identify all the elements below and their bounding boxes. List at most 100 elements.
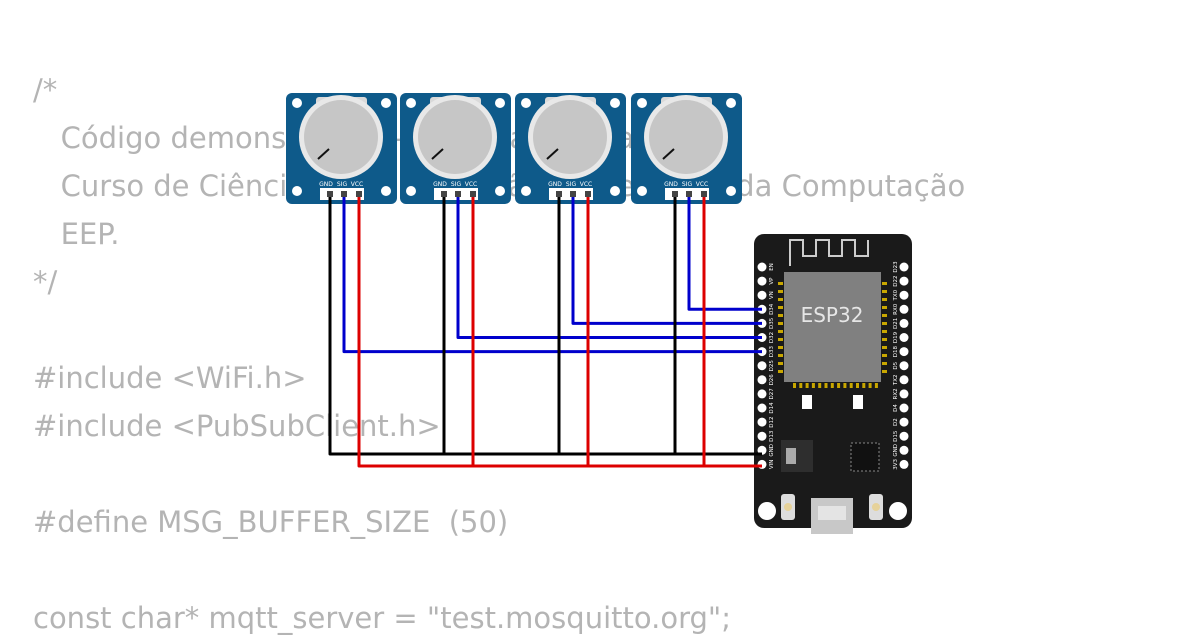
pin-label: D34 — [769, 303, 775, 315]
usb-opening — [818, 506, 846, 520]
header-pin[interactable] — [899, 431, 909, 441]
pin-label: D19 — [893, 331, 899, 343]
pin[interactable] — [570, 191, 576, 197]
pin-label: D35 — [769, 317, 775, 329]
vcc-wire[interactable] — [471, 197, 762, 468]
pin-label: D27 — [769, 388, 775, 400]
module-pad — [882, 314, 887, 317]
pin-label: GND — [664, 181, 678, 188]
pin-label: D21 — [893, 318, 899, 329]
knob[interactable] — [533, 100, 607, 174]
pin-label: D12 — [769, 416, 775, 427]
module-pad — [868, 383, 872, 388]
signal-wire[interactable] — [571, 197, 762, 325]
pin-label: D32 — [769, 332, 775, 343]
mounting-hole — [406, 186, 416, 196]
signal-wire[interactable] — [456, 197, 762, 339]
gnd-wire[interactable] — [328, 197, 762, 456]
regulator-tab — [786, 448, 796, 464]
pin[interactable] — [701, 191, 707, 197]
smd-component — [802, 395, 812, 409]
pin-label: D13 — [769, 430, 775, 442]
header-pin[interactable] — [899, 304, 909, 314]
header-pin[interactable] — [757, 290, 767, 300]
vcc-wire[interactable] — [702, 197, 762, 468]
pin[interactable] — [356, 191, 362, 197]
module-pad — [778, 306, 783, 309]
pin-label: GND — [433, 181, 447, 188]
header-pin[interactable] — [899, 389, 909, 399]
header-pin[interactable] — [899, 347, 909, 357]
pin-label: D4 — [893, 404, 899, 412]
esp32-board[interactable]: ESP32ENVPVND34D35D32D33D25D26D27D14D12D1… — [754, 234, 912, 534]
module-pad — [778, 290, 783, 293]
signal-wire[interactable] — [342, 197, 762, 354]
pin-label: GND — [548, 181, 562, 188]
knob-indicator — [317, 148, 330, 160]
mounting-hole — [406, 98, 416, 108]
mounting-hole — [292, 98, 302, 108]
pin-label: D23 — [893, 261, 899, 273]
pin[interactable] — [672, 191, 678, 197]
mounting-hole — [726, 98, 736, 108]
header-pin[interactable] — [757, 403, 767, 413]
header-pin[interactable] — [757, 375, 767, 385]
knob[interactable] — [304, 100, 378, 174]
pin[interactable] — [341, 191, 347, 197]
code-line: #include <PubSubClient.h> — [33, 409, 441, 443]
gnd-wire[interactable] — [673, 197, 762, 456]
esp32-module — [784, 272, 881, 382]
header-pin[interactable] — [899, 290, 909, 300]
module-pad — [849, 383, 853, 388]
header-pin[interactable] — [899, 262, 909, 272]
pin[interactable] — [686, 191, 692, 197]
module-pad — [874, 383, 878, 388]
header-pin[interactable] — [899, 459, 909, 469]
code-line: #define MSG_BUFFER_SIZE (50) — [33, 505, 509, 539]
pin[interactable] — [327, 191, 333, 197]
pin[interactable] — [556, 191, 562, 197]
signal-wire[interactable] — [687, 197, 762, 311]
pin-label: VIN — [769, 460, 775, 470]
header-pin[interactable] — [899, 375, 909, 385]
header-pin[interactable] — [757, 276, 767, 286]
header-pin[interactable] — [757, 459, 767, 469]
knob[interactable] — [649, 100, 723, 174]
header-pin[interactable] — [899, 333, 909, 342]
pin-label: EN — [769, 263, 775, 271]
pin[interactable] — [455, 191, 461, 197]
header-pin[interactable] — [899, 276, 909, 286]
header-pin[interactable] — [899, 361, 909, 371]
knob[interactable] — [418, 100, 492, 174]
pin-label: D14 — [769, 402, 775, 414]
header-pin[interactable] — [899, 318, 909, 328]
button-cap — [784, 503, 792, 511]
pin[interactable] — [470, 191, 476, 197]
gnd-wire[interactable] — [442, 197, 762, 456]
header-pin[interactable] — [899, 445, 909, 455]
header-pin[interactable] — [757, 431, 767, 441]
module-pad — [818, 383, 822, 388]
pin[interactable] — [585, 191, 591, 197]
header-pin[interactable] — [757, 262, 767, 272]
module-pad — [837, 383, 841, 388]
knob-indicator — [662, 148, 675, 160]
header-pin[interactable] — [899, 417, 909, 427]
pin-label: RX0 — [893, 303, 899, 315]
pin-label: D15 — [893, 430, 899, 442]
header-pin[interactable] — [757, 389, 767, 399]
header-pin[interactable] — [757, 361, 767, 371]
pin-label: VCC — [580, 181, 592, 188]
module-pad — [882, 354, 887, 357]
mounting-hole — [381, 98, 391, 108]
pin-label: D26 — [769, 374, 775, 386]
pin-label: VP — [769, 277, 775, 285]
header-pin[interactable] — [757, 417, 767, 427]
header-pin[interactable] — [899, 403, 909, 413]
pin-label: D25 — [769, 360, 775, 372]
pin[interactable] — [441, 191, 447, 197]
